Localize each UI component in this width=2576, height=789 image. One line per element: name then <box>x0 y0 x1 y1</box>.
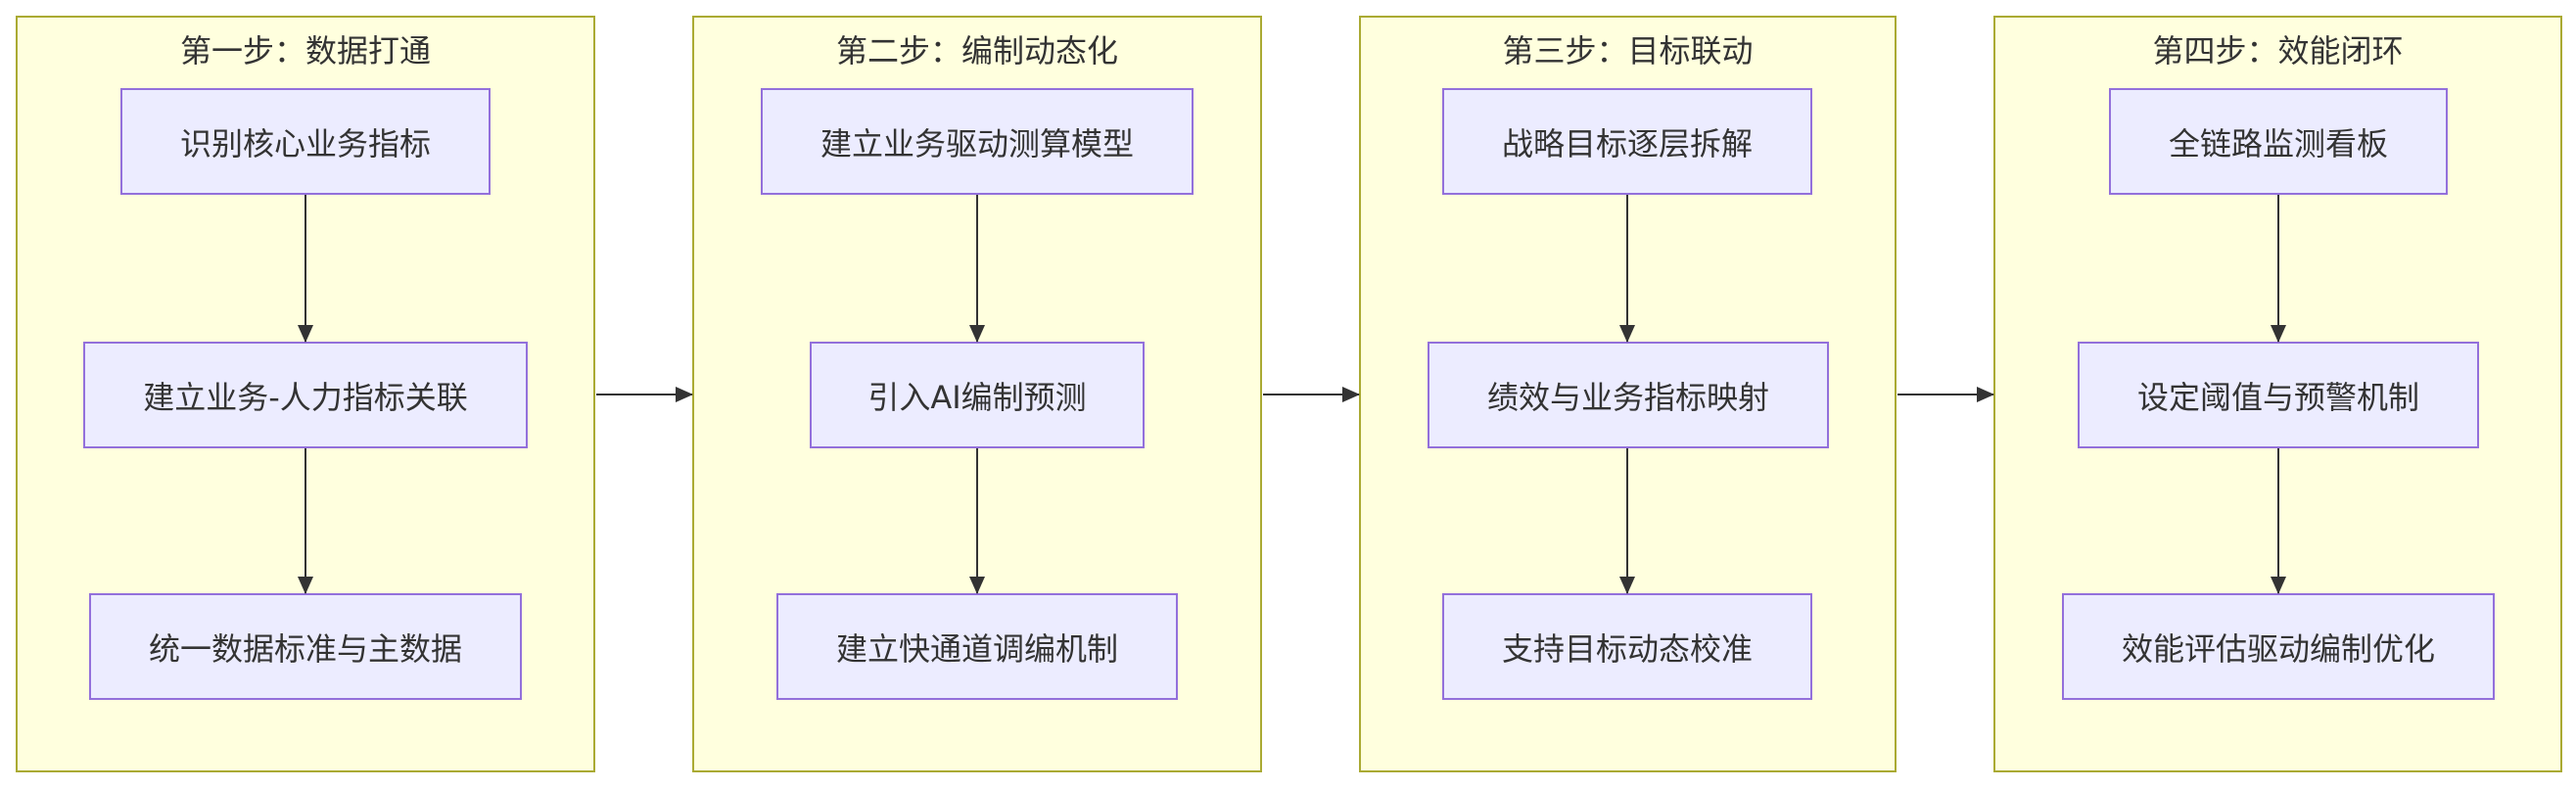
node-efficiency-driven-optimization[interactable]: 效能评估驱动编制优化 <box>2062 593 2495 700</box>
stage-3-title: 第三步：目标联动 <box>1502 32 1754 70</box>
node-fast-track-adjustment[interactable]: 建立快通道调编机制 <box>776 593 1178 700</box>
node-strategic-goal-breakdown[interactable]: 战略目标逐层拆解 <box>1442 88 1812 195</box>
node-full-chain-dashboard[interactable]: 全链路监测看板 <box>2109 88 2448 195</box>
stage-1-title: 第一步：数据打通 <box>179 32 431 70</box>
node-business-driven-model[interactable]: 建立业务驱动测算模型 <box>761 88 1194 195</box>
node-identify-core-metrics[interactable]: 识别核心业务指标 <box>120 88 491 195</box>
node-unify-data-standards[interactable]: 统一数据标准与主数据 <box>89 593 522 700</box>
node-link-business-hr-metrics[interactable]: 建立业务-人力指标关联 <box>83 342 528 448</box>
node-ai-headcount-forecast[interactable]: 引入AI编制预测 <box>810 342 1145 448</box>
node-dynamic-goal-calibration[interactable]: 支持目标动态校准 <box>1442 593 1812 700</box>
stage-4-title: 第四步：效能闭环 <box>2152 32 2404 70</box>
node-performance-metric-mapping[interactable]: 绩效与业务指标映射 <box>1428 342 1829 448</box>
stage-2-title: 第二步：编制动态化 <box>835 32 1118 70</box>
node-threshold-alert-mechanism[interactable]: 设定阈值与预警机制 <box>2078 342 2479 448</box>
